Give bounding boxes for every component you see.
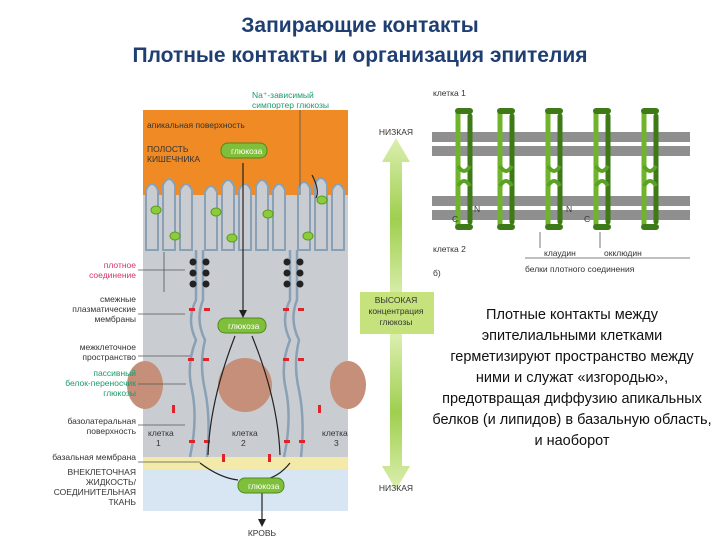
gradient-arrow-up <box>382 138 410 300</box>
inset-leader-lines <box>525 232 690 259</box>
extracellular-loops <box>456 164 658 188</box>
concentration-gradient: НИЗКАЯ ВЫСОКАЯ концентрация глюкозы НИЗК… <box>360 127 434 493</box>
label-glucose-top: глюкоза <box>231 146 263 156</box>
glucose-pill-middle <box>217 317 267 334</box>
label-adjacent-2: плазматические <box>72 304 136 314</box>
inset-label-occludin: окклюдин <box>604 248 642 258</box>
label-ecf-3: СОЕДИНИТЕЛЬНАЯ <box>54 487 136 497</box>
diagram-labels: Na⁺-зависимый симпортер глюкозы апикальн… <box>52 90 348 538</box>
gradient-arrow-down <box>382 334 410 490</box>
inset-label-cell2: клетка 2 <box>433 244 466 254</box>
inset-label-c-left: C <box>452 214 458 224</box>
inset-label-cell1: клетка 1 <box>433 88 466 98</box>
label-high-2: концентрация <box>369 306 424 316</box>
tight-junction-inset: клетка 1 клетка 2 C N N C клаудин окклюд… <box>432 88 690 278</box>
label-glucose-bottom: глюкоза <box>248 481 280 491</box>
tight-junctions <box>189 258 304 288</box>
label-ecf-2: ЖИДКОСТЬ/ <box>86 477 137 487</box>
arrowheads <box>239 310 266 527</box>
microvilli <box>145 177 345 251</box>
label-cell3-a: клетка <box>322 428 348 438</box>
label-apical-surface: апикальная поверхность <box>147 120 245 130</box>
label-ecf-1: ВНЕКЛЕТОЧНАЯ <box>67 467 136 477</box>
inset-label-c-right: C <box>584 214 590 224</box>
label-cell1-a: клетка <box>148 428 174 438</box>
glucose-flow-arrows <box>199 163 318 525</box>
label-high-3: глюкозы <box>380 317 413 327</box>
label-low-top: НИЗКАЯ <box>379 127 413 137</box>
label-cell1-b: 1 <box>156 438 161 448</box>
lateral-membranes <box>188 250 304 458</box>
label-adjacent-1: смежные <box>100 294 136 304</box>
inset-label-n-left: N <box>474 204 480 214</box>
title-line-2: Плотные контакты и организация эпителия <box>132 44 588 67</box>
label-intercell-2: пространство <box>82 352 136 362</box>
gradient-high-box <box>360 292 434 334</box>
adherens-junctions <box>172 308 321 462</box>
label-basolateral-1: базолатеральная <box>67 416 136 426</box>
label-lumen-1: ПОЛОСТЬ <box>147 144 189 154</box>
label-passive-3: глюкозы <box>103 388 136 398</box>
inset-label-claudin: клаудин <box>544 248 576 258</box>
label-ecf-4: ТКАНЬ <box>108 497 136 507</box>
epithelium-section <box>127 110 366 527</box>
label-basolateral-2: поверхность <box>87 426 137 436</box>
label-passive-1: пассивный <box>93 368 136 378</box>
label-basal-membrane: базальная мембрана <box>52 452 136 462</box>
basal-membrane-band <box>143 457 348 469</box>
label-glucose-middle: глюкоза <box>228 321 260 331</box>
label-symporter-2: симпортер глюкозы <box>252 100 329 110</box>
glucose-symporters <box>150 195 328 243</box>
label-cell2-a: клетка <box>232 428 258 438</box>
label-high-1: ВЫСОКАЯ <box>375 295 418 305</box>
caption-text: Плотные контакты между эпителиальными кл… <box>432 307 712 449</box>
label-intercell-1: межклеточное <box>80 342 137 352</box>
label-cell3-b: 3 <box>334 438 339 448</box>
nucleus-cell-2 <box>218 358 272 412</box>
inset-label-n-right: N <box>566 204 572 214</box>
label-lumen-2: КИШЕЧНИКА <box>147 154 200 164</box>
label-passive-2: белок-переносчик <box>65 378 136 388</box>
label-adjacent-3: мембраны <box>95 314 136 324</box>
label-symporter-1: Na⁺-зависимый <box>252 90 314 100</box>
inset-label-proteins: белки плотного соединения <box>525 264 635 274</box>
nucleus-cell-3 <box>330 361 366 409</box>
inset-label-panel: б) <box>433 268 441 278</box>
title-line-1: Запирающие контакты <box>241 14 479 37</box>
label-blood: КРОВЬ <box>248 528 277 538</box>
label-tight-1: плотное <box>104 260 137 270</box>
label-low-bottom: НИЗКАЯ <box>379 483 413 493</box>
glucose-pill-bottom <box>237 477 285 494</box>
leader-lines <box>138 110 301 463</box>
intracellular-loops <box>455 108 659 230</box>
label-tight-2: соединение <box>89 270 136 280</box>
label-cell2-b: 2 <box>241 438 246 448</box>
nucleus-cell-1 <box>127 361 163 409</box>
glucose-pill-top <box>220 142 268 159</box>
